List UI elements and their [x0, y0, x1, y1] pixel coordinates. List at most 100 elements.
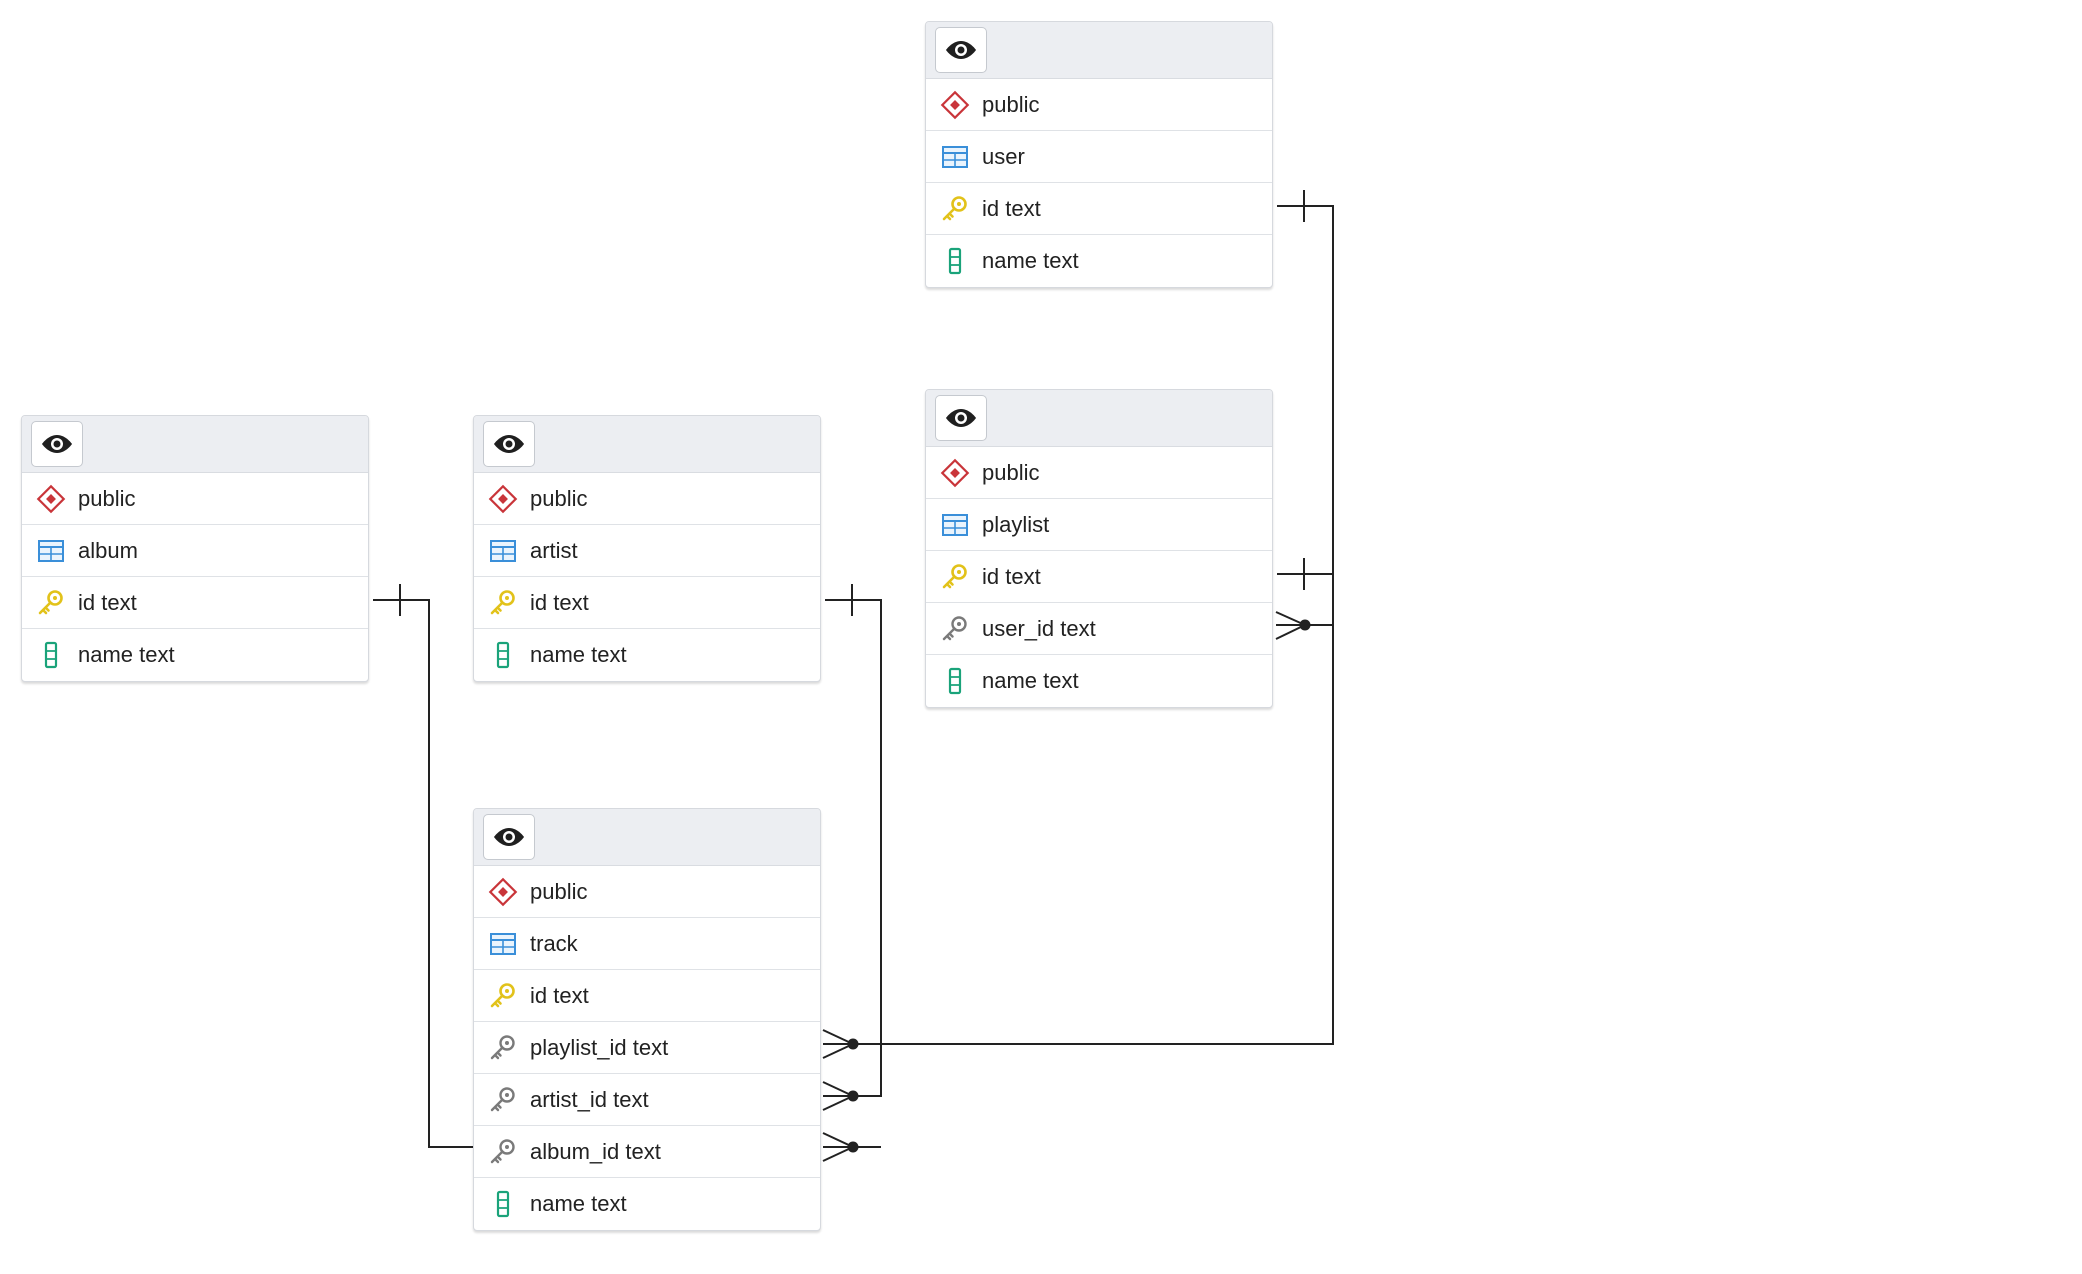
view-entity-button[interactable]	[935, 395, 987, 441]
column-row[interactable]: album_id text	[474, 1126, 820, 1178]
eye-icon	[42, 435, 72, 453]
table-row[interactable]: artist	[474, 525, 820, 577]
entity-header	[474, 416, 820, 473]
foreign-key-icon	[490, 1086, 515, 1111]
column-name: name text	[982, 668, 1079, 693]
primary-key-icon	[942, 563, 967, 588]
eye-icon	[946, 41, 976, 59]
view-entity-button[interactable]	[935, 27, 987, 73]
column-name: name text	[982, 248, 1079, 273]
link-artist-track[interactable]	[825, 599, 882, 1097]
schema-name: public	[982, 459, 1040, 485]
schema-icon	[940, 458, 970, 487]
column-name: id text	[78, 589, 137, 615]
entity-artist[interactable]: public artist id text name text	[473, 415, 821, 682]
view-entity-button[interactable]	[483, 814, 535, 860]
eye-icon	[494, 828, 524, 846]
schema-row[interactable]: public	[926, 79, 1272, 131]
column-name: name text	[530, 1191, 627, 1216]
column-name: name text	[78, 642, 175, 667]
eye-icon	[494, 435, 524, 453]
schema-row[interactable]: public	[474, 866, 820, 918]
foreign-key-icon	[490, 1034, 515, 1059]
many-marker	[822, 1081, 859, 1111]
column-icon	[948, 667, 962, 695]
table-name: track	[530, 930, 578, 956]
entity-header	[926, 390, 1272, 447]
table-name: artist	[530, 537, 578, 563]
column-row[interactable]: name text	[926, 235, 1272, 287]
schema-row[interactable]: public	[474, 473, 820, 525]
foreign-key-icon	[490, 1138, 515, 1163]
column-icon	[496, 1190, 510, 1218]
table-icon	[490, 932, 516, 955]
table-row[interactable]: track	[474, 918, 820, 970]
column-name: id text	[530, 589, 589, 615]
column-row[interactable]: user_id text	[926, 603, 1272, 655]
entity-header	[22, 416, 368, 473]
table-row[interactable]: playlist	[926, 499, 1272, 551]
schema-name: public	[530, 485, 588, 511]
entity-playlist[interactable]: public playlist id text user_id text nam…	[925, 389, 1273, 708]
many-marker	[822, 1029, 859, 1059]
table-row[interactable]: user	[926, 131, 1272, 183]
column-row[interactable]: id text	[22, 577, 368, 629]
column-name: id text	[982, 195, 1041, 221]
eye-icon	[946, 409, 976, 427]
column-row[interactable]: id text	[926, 551, 1272, 603]
table-icon	[38, 539, 64, 562]
table-name: playlist	[982, 511, 1050, 537]
view-entity-button[interactable]	[483, 421, 535, 467]
column-name: album_id text	[530, 1138, 661, 1164]
column-row[interactable]: id text	[474, 577, 820, 629]
primary-key-icon	[942, 195, 967, 220]
schema-icon	[36, 484, 66, 513]
column-row[interactable]: id text	[926, 183, 1272, 235]
entity-header	[926, 22, 1272, 79]
link-album-track[interactable]	[373, 599, 473, 1148]
schema-row[interactable]: public	[22, 473, 368, 525]
primary-key-icon	[490, 589, 515, 614]
foreign-key-icon	[942, 615, 967, 640]
schema-name: public	[982, 91, 1040, 117]
table-icon	[942, 145, 968, 168]
primary-key-icon	[490, 982, 515, 1007]
column-icon	[44, 641, 58, 669]
link-user-playlist[interactable]	[1277, 205, 1334, 626]
column-row[interactable]: name text	[474, 1178, 820, 1230]
many-marker	[1275, 611, 1311, 640]
schema-icon	[940, 90, 970, 119]
column-row[interactable]: name text	[22, 629, 368, 681]
column-row[interactable]: name text	[926, 655, 1272, 707]
column-name: user_id text	[982, 615, 1096, 641]
column-icon	[948, 247, 962, 275]
entity-user[interactable]: public user id text name text	[925, 21, 1273, 288]
column-row[interactable]: playlist_id text	[474, 1022, 820, 1074]
entity-header	[474, 809, 820, 866]
column-name: id text	[530, 982, 589, 1008]
schema-name: public	[530, 878, 588, 904]
table-name: user	[982, 143, 1025, 169]
column-row[interactable]: name text	[474, 629, 820, 681]
schema-row[interactable]: public	[926, 447, 1272, 499]
column-name: name text	[530, 642, 627, 667]
entity-album[interactable]: public album id text name text	[21, 415, 369, 682]
view-entity-button[interactable]	[31, 421, 83, 467]
table-name: album	[78, 537, 138, 563]
many-marker	[822, 1132, 859, 1162]
column-row[interactable]: id text	[474, 970, 820, 1022]
column-name: playlist_id text	[530, 1034, 669, 1060]
entity-track[interactable]: public track id text playlist_id text ar…	[473, 808, 821, 1231]
schema-icon	[488, 877, 518, 906]
table-icon	[942, 513, 968, 536]
primary-key-icon	[38, 589, 63, 614]
column-row[interactable]: artist_id text	[474, 1074, 820, 1126]
table-icon	[490, 539, 516, 562]
column-name: artist_id text	[530, 1086, 649, 1112]
column-name: id text	[982, 563, 1041, 589]
column-icon	[496, 641, 510, 669]
table-row[interactable]: album	[22, 525, 368, 577]
schema-icon	[488, 484, 518, 513]
schema-name: public	[78, 485, 136, 511]
